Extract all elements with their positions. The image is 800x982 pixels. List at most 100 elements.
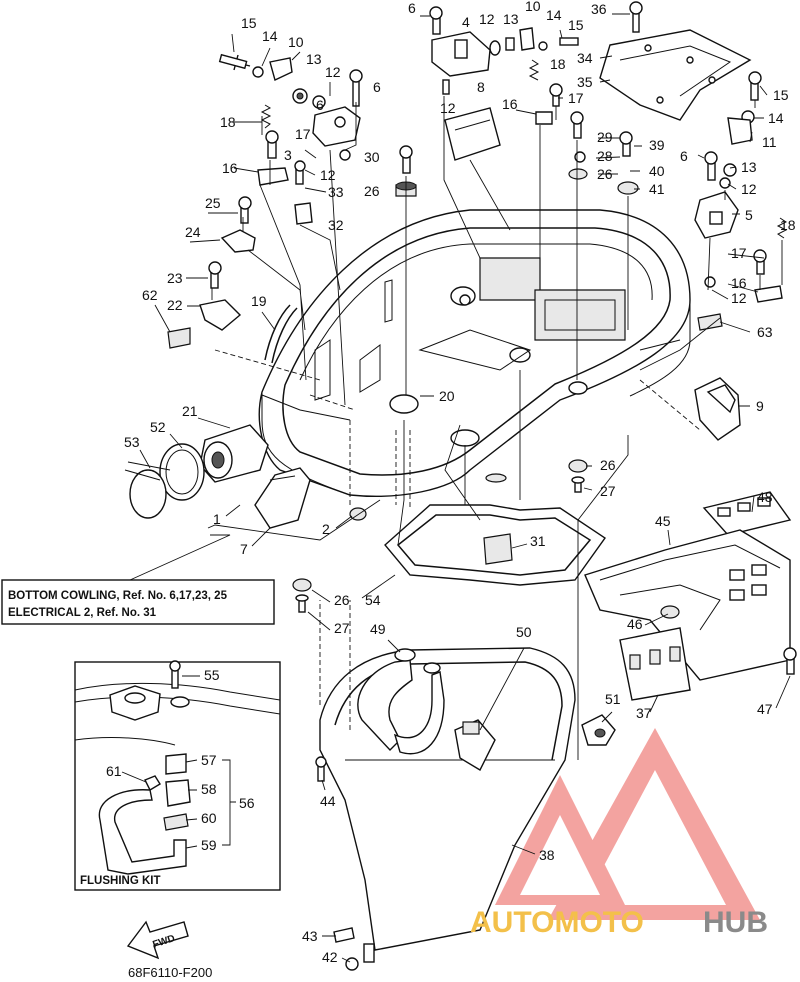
callout-14: 14 (546, 7, 562, 23)
callout-11: 11 (762, 134, 777, 150)
callout-26: 26 (334, 592, 350, 608)
callout-52: 52 (150, 419, 166, 435)
watermark-text-automoto: AUTOMOTO (470, 906, 644, 939)
flushing-kit-title: FLUSHING KIT (80, 875, 161, 887)
leader-lines (207, 96, 783, 760)
note-line-1: BOTTOM COWLING, Ref. No. 6,17,23, 25 (8, 590, 228, 602)
callout-44: 44 (320, 793, 336, 809)
callout-53: 53 (124, 434, 140, 450)
callout-26: 26 (364, 183, 380, 199)
gasket-seal (384, 504, 606, 586)
callout-50: 50 (516, 624, 532, 640)
fwd-arrow-icon: FWD (126, 920, 189, 960)
callout-58: 58 (201, 781, 217, 797)
callout-29: 29 (597, 129, 613, 145)
bottom-cowling-illustration (258, 209, 691, 497)
small-grommets (292, 459, 588, 613)
callout-45: 45 (655, 513, 671, 529)
callout-39: 39 (649, 137, 665, 153)
callout-30: 30 (364, 149, 380, 165)
callout-21: 21 (182, 403, 198, 419)
upper-left-parts (167, 53, 363, 349)
callout-23: 23 (167, 270, 183, 286)
callout-18: 18 (550, 56, 566, 72)
callout-19: 19 (251, 293, 267, 309)
callout-28: 28 (597, 148, 613, 164)
callout-16: 16 (731, 275, 747, 291)
callout-43: 43 (302, 928, 318, 944)
reference-note-box: BOTTOM COWLING, Ref. No. 6,17,23, 25 ELE… (1, 579, 275, 625)
callout-22: 22 (167, 297, 183, 313)
diagram-code: 68F6110-F200 (128, 965, 212, 980)
callout-32: 32 (328, 217, 344, 233)
callout-31: 31 (530, 533, 546, 549)
callout-57: 57 (201, 752, 217, 768)
callout-18: 18 (780, 217, 796, 233)
lower-cowling (315, 647, 616, 971)
callout-10: 10 (525, 0, 541, 14)
callout-17: 17 (568, 90, 584, 106)
callout-6: 6 (680, 148, 688, 164)
callout-61: 61 (106, 763, 122, 779)
upper-right-parts (568, 1, 788, 331)
callout-13: 13 (503, 11, 519, 27)
callout-12: 12 (320, 167, 336, 183)
callout-16: 16 (502, 96, 518, 112)
callout-59: 59 (201, 837, 217, 853)
callout-12: 12 (731, 290, 747, 306)
callout-12: 12 (325, 64, 341, 80)
callout-25: 25 (205, 195, 221, 211)
callout-4: 4 (462, 14, 470, 30)
grommet-parts (124, 424, 311, 529)
callout-15: 15 (568, 17, 584, 33)
callout-37: 37 (636, 705, 652, 721)
callout-16: 16 (222, 160, 238, 176)
callout-54: 54 (365, 592, 381, 608)
callout-12: 12 (479, 11, 495, 27)
callout-15: 15 (773, 87, 789, 103)
upper-center-parts (395, 6, 579, 197)
callout-labels: 15 14 10 13 12 6 6 18 17 3 12 16 33 25 3… (106, 0, 796, 965)
callout-51: 51 (605, 691, 621, 707)
callout-38: 38 (539, 847, 555, 863)
callout-47: 47 (757, 701, 773, 717)
callout-14: 14 (768, 110, 784, 126)
callout-9: 9 (756, 398, 764, 414)
watermark-text-hub: HUB (703, 906, 768, 939)
callout-48: 48 (757, 489, 773, 505)
callout-26: 26 (600, 457, 616, 473)
callout-6: 6 (373, 79, 381, 95)
callout-13: 13 (741, 159, 757, 175)
callout-62: 62 (142, 287, 158, 303)
seal-strip (264, 304, 291, 361)
callout-56: 56 (239, 795, 255, 811)
callout-12: 12 (741, 181, 757, 197)
callout-34: 34 (577, 50, 593, 66)
callout-27: 27 (600, 483, 616, 499)
callout-17: 17 (295, 126, 311, 142)
flushing-kit-inset: FLUSHING KIT (74, 660, 281, 891)
callout-18: 18 (220, 114, 236, 130)
callout-2: 2 (322, 521, 330, 537)
callout-13: 13 (306, 51, 322, 67)
callout-15: 15 (241, 15, 257, 31)
callout-46: 46 (627, 616, 643, 632)
callout-10: 10 (288, 34, 304, 50)
callout-7: 7 (240, 541, 248, 557)
callout-6: 6 (316, 97, 324, 113)
callout-8: 8 (477, 79, 485, 95)
callout-17: 17 (731, 245, 747, 261)
callout-42: 42 (322, 949, 338, 965)
callout-20: 20 (439, 388, 455, 404)
callout-60: 60 (201, 810, 217, 826)
lower-right-parts (584, 377, 797, 701)
callout-1: 1 (213, 511, 221, 527)
callout-35: 35 (577, 74, 593, 90)
callout-41: 41 (649, 181, 665, 197)
callout-27: 27 (334, 620, 350, 636)
callout-leaders (121, 13, 791, 963)
watermark-logo (495, 728, 760, 920)
callout-6: 6 (408, 0, 416, 16)
callout-55: 55 (204, 667, 220, 683)
